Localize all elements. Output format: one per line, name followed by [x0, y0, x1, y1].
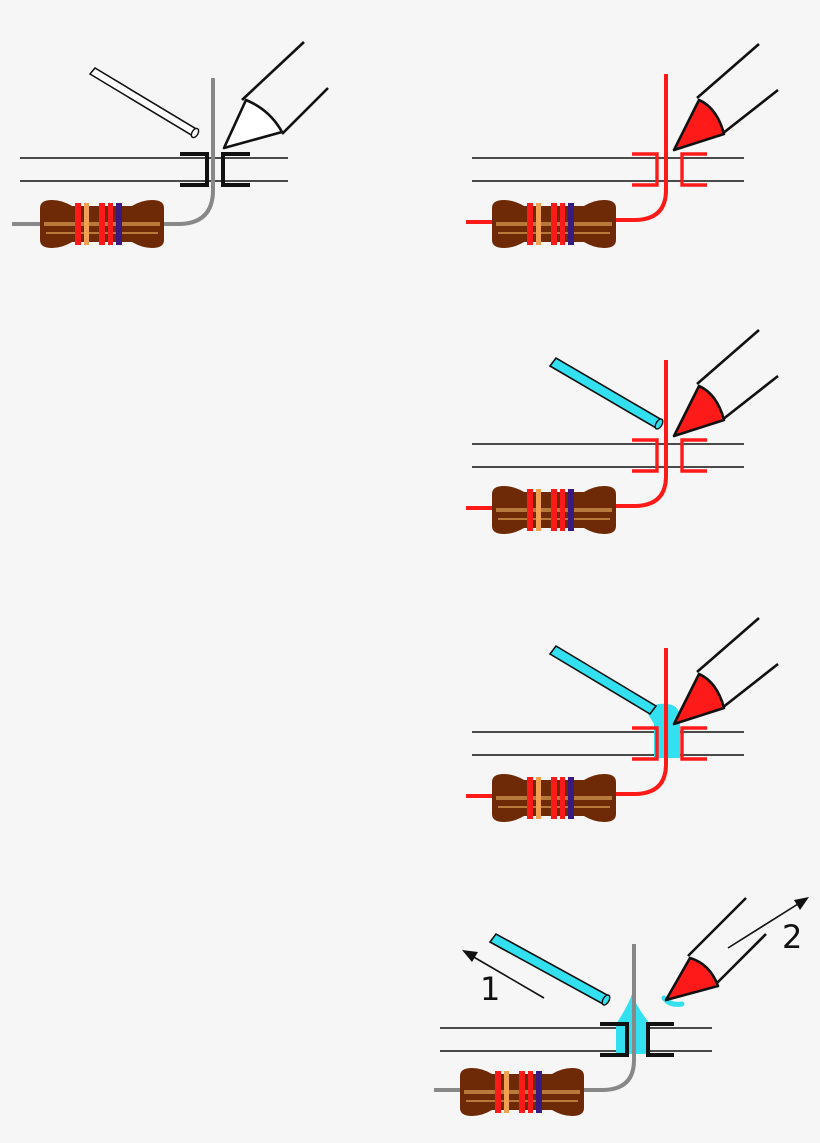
solder-pad	[632, 726, 707, 761]
pcb-board	[20, 157, 288, 182]
solder-pad	[632, 438, 707, 473]
resistor	[490, 772, 618, 824]
soldering-iron	[672, 617, 779, 726]
solder-pad	[600, 1022, 674, 1057]
step-5-remove	[434, 897, 809, 1118]
arrow-2	[727, 897, 809, 949]
solder-wire	[88, 66, 200, 139]
soldering-iron	[672, 43, 779, 152]
step-3-apply-solder	[466, 329, 779, 536]
resistor	[490, 484, 618, 536]
solder-wire	[548, 644, 658, 716]
component-lead	[612, 648, 668, 796]
component-lead	[160, 78, 215, 226]
component-lead	[612, 360, 668, 508]
solder-pad	[180, 152, 250, 187]
pcb-board	[440, 1027, 712, 1052]
step-4-solder-melts	[466, 617, 779, 824]
pcb-board	[472, 157, 744, 182]
soldering-iron	[672, 329, 779, 438]
pcb-board	[472, 731, 744, 756]
pcb-board	[472, 443, 744, 468]
step-1-cold	[12, 41, 329, 250]
resistor	[38, 198, 166, 250]
component-lead	[612, 74, 668, 222]
solder-pad	[632, 152, 707, 187]
solder-wire	[548, 356, 664, 430]
component-lead	[580, 944, 636, 1092]
step-2-heat	[466, 43, 779, 250]
soldering-iron	[664, 897, 767, 1002]
resistor	[490, 198, 618, 250]
arrow-1-label: 1	[480, 970, 500, 1008]
resistor	[458, 1066, 586, 1118]
soldering-iron	[222, 41, 329, 150]
solder-wire	[488, 932, 611, 1006]
arrow-1	[462, 950, 545, 999]
arrow-2-label: 2	[782, 918, 802, 956]
